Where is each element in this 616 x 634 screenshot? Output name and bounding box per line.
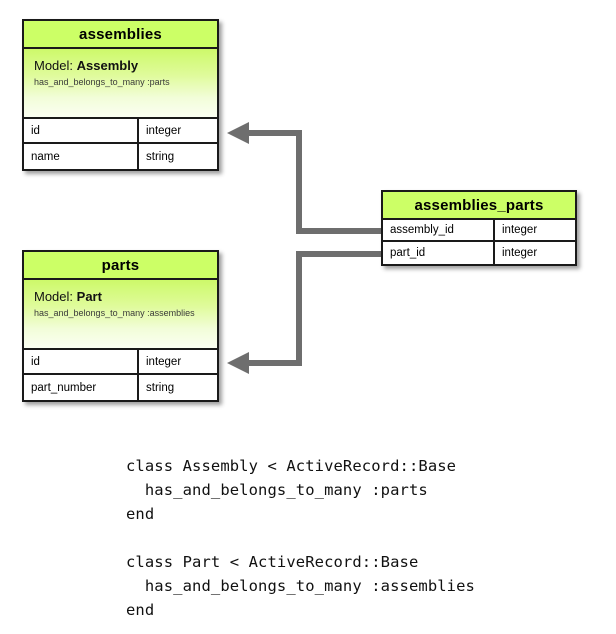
column-type: integer [502, 224, 538, 236]
column-type: string [146, 150, 175, 163]
entity-assemblies-association: has_and_belongs_to_many :parts [34, 77, 170, 88]
entity-assemblies-parts[interactable]: assemblies_parts assembly_id integer par… [381, 190, 577, 266]
column-name: name [24, 144, 139, 169]
connector-assembly-id-to-assemblies-id [227, 122, 381, 234]
model-name: Part [76, 289, 102, 304]
ruby-code-listing: class Assembly < ActiveRecord::Base has_… [126, 456, 475, 619]
entity-parts-association: has_and_belongs_to_many :assemblies [34, 308, 195, 319]
connector-part-id-to-parts-id [227, 251, 381, 374]
column-type: string [146, 381, 175, 394]
entity-parts[interactable]: parts Model: Part has_and_belongs_to_man… [22, 250, 219, 402]
entity-parts-title: parts [24, 252, 217, 280]
entity-assemblies-title: assemblies [24, 21, 217, 49]
entity-assemblies-parts-title: assemblies_parts [383, 192, 575, 220]
column-name: id [24, 350, 139, 373]
entity-assemblies-model-line: Model: Assembly [34, 58, 207, 74]
table-row: part_number string [24, 375, 217, 400]
column-name: assembly_id [383, 220, 495, 240]
column-type: integer [502, 247, 538, 259]
column-name: id [24, 119, 139, 142]
column-name: part_number [24, 375, 139, 400]
entity-parts-model: Model: Part has_and_belongs_to_many :ass… [24, 280, 217, 350]
entity-assemblies-model: Model: Assembly has_and_belongs_to_many … [24, 49, 217, 119]
table-row: id integer [24, 350, 217, 375]
column-type: integer [146, 355, 182, 368]
column-name: part_id [383, 242, 495, 264]
table-row: id integer [24, 119, 217, 144]
table-row: assembly_id integer [383, 220, 575, 242]
model-label: Model: [34, 58, 74, 73]
model-label: Model: [34, 289, 74, 304]
entity-parts-model-line: Model: Part [34, 289, 207, 305]
table-row: part_id integer [383, 242, 575, 264]
model-name: Assembly [76, 58, 139, 73]
entity-assemblies[interactable]: assemblies Model: Assembly has_and_belon… [22, 19, 219, 171]
table-row: name string [24, 144, 217, 169]
column-type: integer [146, 124, 182, 137]
